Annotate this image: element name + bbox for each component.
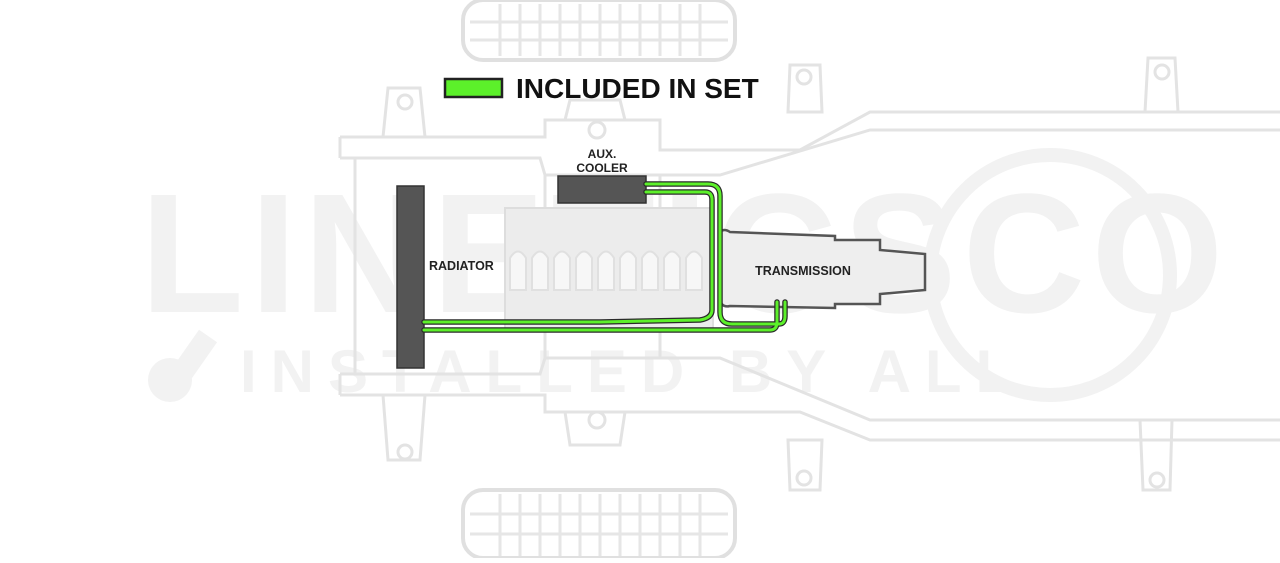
front-tire-top (461, 0, 737, 62)
aux-cooler-label-line1: AUX. (588, 147, 617, 161)
aux-cooler (557, 175, 647, 204)
radiator (396, 185, 425, 369)
aux-cooler-label-line2: COOLER (576, 161, 628, 175)
transmission-label: TRANSMISSION (755, 264, 851, 278)
front-tire-bottom (461, 488, 737, 560)
legend-label: INCLUDED IN SET (516, 73, 759, 104)
radiator-label: RADIATOR (429, 259, 494, 273)
transmission-cooler-lines (421, 181, 788, 333)
wrench-icon (148, 329, 218, 402)
legend-swatch (443, 77, 504, 99)
watermark-ring (923, 148, 1177, 402)
engine-block (504, 207, 714, 331)
legend: INCLUDED IN SET (443, 73, 759, 104)
